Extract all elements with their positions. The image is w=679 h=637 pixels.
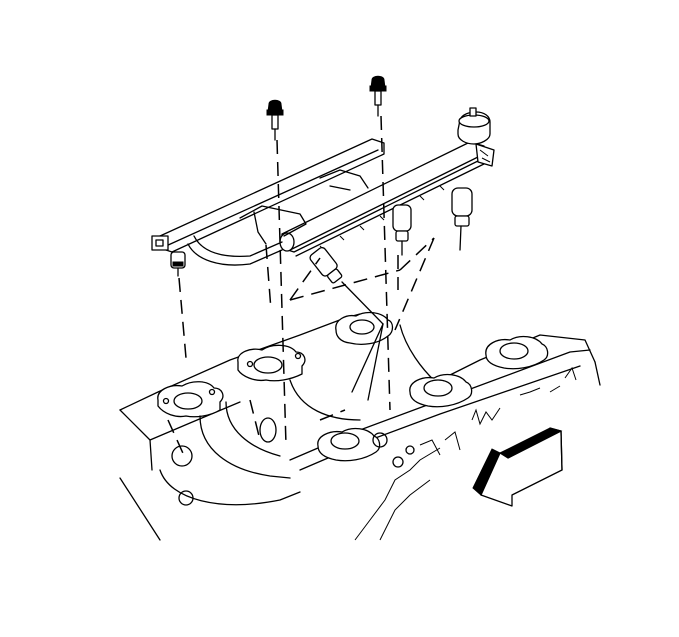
fuel-rail-rear [151, 138, 385, 253]
intake-manifold [119, 311, 601, 541]
injector-3 [392, 204, 412, 256]
direction-arrow-icon [472, 427, 563, 507]
injector-4 [451, 187, 473, 251]
rail-bracket [239, 169, 369, 245]
injector-2 [309, 247, 343, 284]
pressure-regulator [457, 107, 495, 167]
injector-1 [170, 251, 186, 277]
fuel-injectors [170, 187, 473, 284]
crossover-tube [187, 235, 283, 266]
bolt-left [266, 99, 284, 141]
alignment-lines [167, 115, 435, 461]
bolt-right [369, 75, 387, 117]
